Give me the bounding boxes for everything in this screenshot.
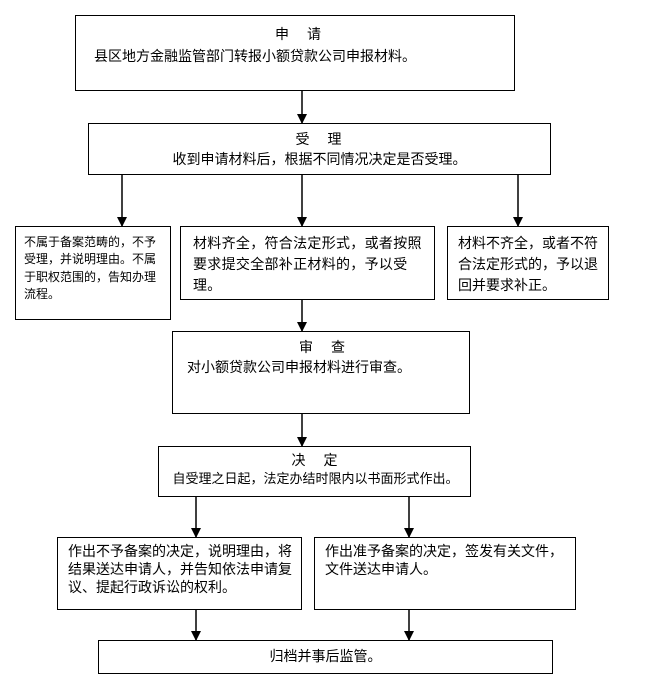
accept-text: 收到申请材料后，根据不同情况决定是否受理。	[172, 152, 467, 168]
decide-text: 自受理之日起，法定办结时限内以书面形式作出。	[172, 472, 459, 487]
return-for-correction-text: 材料不齐全，或者不符合法定形式的，予以退回并要求补正。	[458, 236, 598, 294]
decide-box: 决 定 自受理之日起，法定办结时限内以书面形式作出。	[158, 446, 471, 497]
apply-box: 申 请 县区地方金融监管部门转报小额贷款公司申报材料。	[75, 15, 515, 91]
reject-result-text: 作出不予备案的决定，说明理由，将结果送达申请人，并告知依法申请复议、提起行政诉讼…	[68, 544, 292, 597]
reject-result-box: 作出不予备案的决定，说明理由，将结果送达申请人，并告知依法申请复议、提起行政诉讼…	[57, 537, 302, 610]
review-title: 审 查	[299, 340, 347, 356]
review-box: 审 查 对小额贷款公司申报材料进行审查。	[172, 331, 470, 414]
archive-box: 归档并事后监管。	[98, 640, 553, 674]
archive-text: 归档并事后监管。	[269, 649, 382, 665]
apply-text: 县区地方金融监管部门转报小额贷款公司申报材料。	[94, 49, 416, 65]
approve-result-box: 作出准予备案的决定，签发有关文件，文件送达申请人。	[314, 537, 576, 610]
accept-title: 受 理	[295, 132, 344, 148]
accept-box: 受 理 收到申请材料后，根据不同情况决定是否受理。	[88, 123, 551, 175]
not-accepted-text: 不属于备案范畴的，不予受理，并说明理由。不属于职权范围的，告知办理流程。	[24, 235, 157, 302]
return-for-correction-box: 材料不齐全，或者不符合法定形式的，予以退回并要求补正。	[447, 226, 609, 300]
approve-result-text: 作出准予备案的决定，签发有关文件，文件送达申请人。	[325, 544, 563, 579]
accepted-text: 材料齐全，符合法定形式，或者按照要求提交全部补正材料的，予以受理。	[193, 236, 422, 294]
decide-title: 决 定	[291, 453, 340, 469]
not-accepted-box: 不属于备案范畴的，不予受理，并说明理由。不属于职权范围的，告知办理流程。	[15, 226, 171, 320]
accepted-box: 材料齐全，符合法定形式，或者按照要求提交全部补正材料的，予以受理。	[180, 226, 435, 300]
review-text: 对小额贷款公司申报材料进行审查。	[187, 360, 411, 376]
apply-title: 申 请	[275, 27, 323, 43]
